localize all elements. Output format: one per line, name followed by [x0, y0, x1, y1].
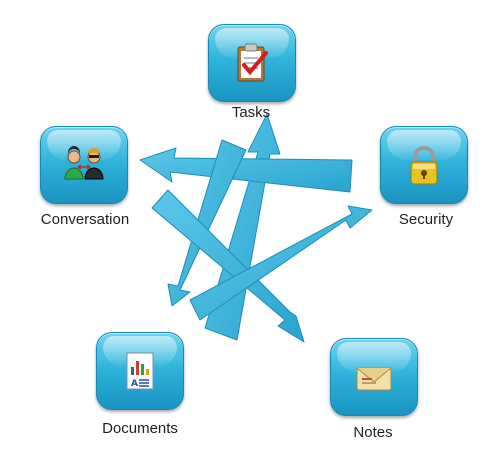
envelope-icon: [356, 367, 392, 391]
security-tile[interactable]: [380, 126, 468, 204]
arrow-to-documents: [167, 139, 247, 307]
svg-text:A: A: [131, 379, 138, 389]
security-label: Security: [398, 211, 454, 228]
tasks-tile[interactable]: [208, 24, 296, 102]
conversation-label: Conversation: [40, 211, 130, 228]
documents-label: Documents: [102, 420, 178, 437]
tasks-label: Tasks: [231, 104, 271, 121]
arrow-to-security: [189, 205, 373, 321]
clipboard-check-icon: [237, 43, 268, 82]
notes-tile[interactable]: [330, 338, 418, 416]
two-people-icon: [64, 146, 104, 180]
conversation-tile[interactable]: [40, 126, 128, 204]
notes-label: Notes: [353, 424, 393, 441]
padlock-icon: [410, 146, 438, 185]
document-chart-icon: A: [126, 352, 154, 390]
arrow-to-conversation: [139, 147, 353, 193]
arrow-to-notes: [151, 189, 305, 343]
documents-tile[interactable]: A: [96, 332, 184, 410]
